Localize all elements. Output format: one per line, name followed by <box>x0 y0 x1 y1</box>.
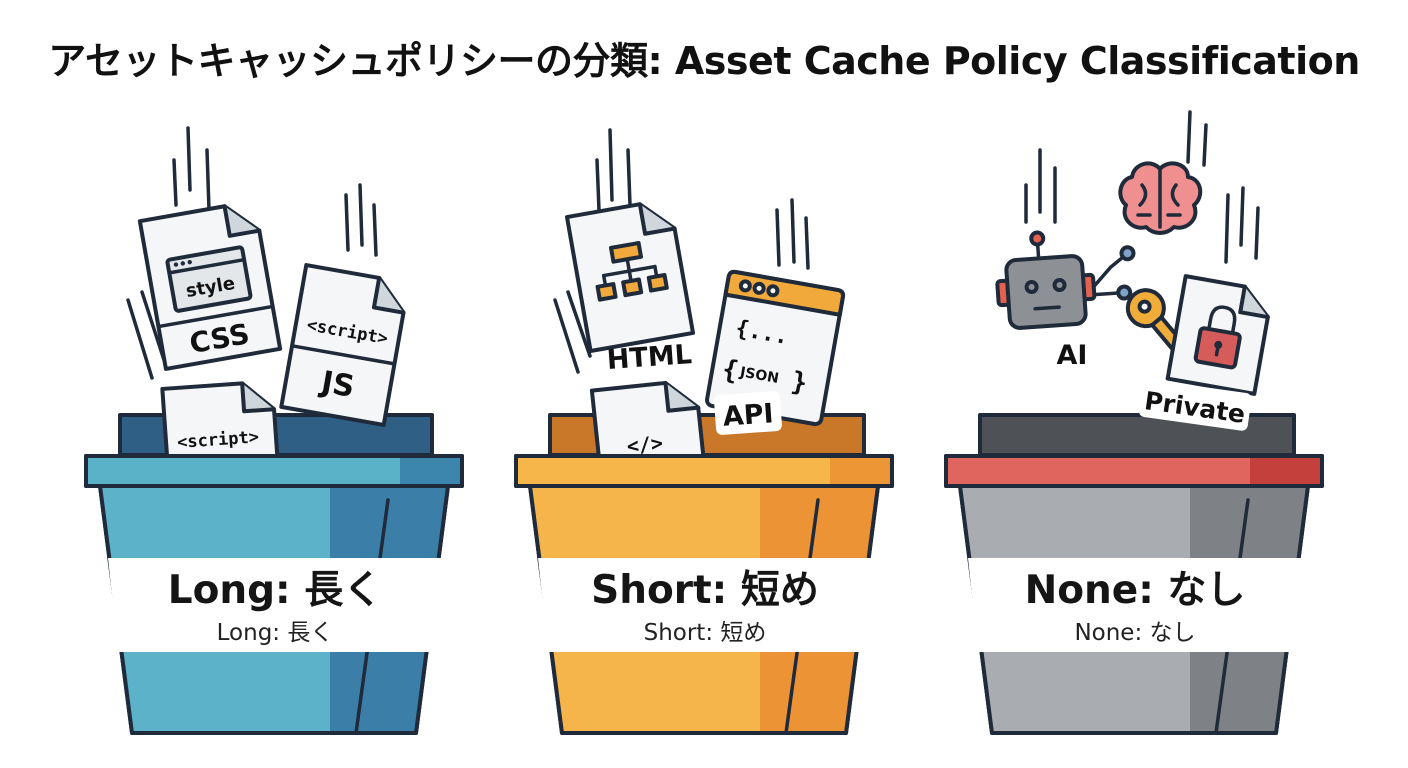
css-file-icon: style CSS <box>137 204 283 371</box>
bin-none: None: なし None: なし AI <box>944 110 1324 735</box>
robot-icon <box>995 230 1136 330</box>
bin-none-label: None: なし <box>1025 568 1246 613</box>
api-caption-box: API <box>714 391 782 435</box>
motion-lines <box>1024 110 1260 264</box>
svg-text:{: { <box>720 354 741 386</box>
page-title: アセットキャッシュポリシーの分類: Asset Cache Policy Cla… <box>48 39 1360 83</box>
bin-short: </> Short: 短め Short: 短め HTML <box>514 128 894 735</box>
bin-short-sublabel: Short: 短め <box>644 620 767 646</box>
brain-icon <box>1118 161 1203 235</box>
svg-text:}: } <box>789 367 810 399</box>
locked-file-icon <box>1165 274 1270 396</box>
bin-short-label: Short: 短め <box>591 568 819 613</box>
svg-text:JSON: JSON <box>738 364 780 387</box>
html-caption: HTML <box>606 339 693 376</box>
motion-lines <box>126 126 378 380</box>
script-file-icon: <script> <box>160 381 280 471</box>
api-json-window-icon: {... { JSON } <box>705 269 846 427</box>
motion-lines <box>553 128 810 374</box>
bin-long-label: Long: 長く <box>168 568 383 613</box>
js-file-icon: <script> JS <box>279 263 406 427</box>
bin-long-sublabel: Long: 長く <box>217 620 334 646</box>
svg-text:JS: JS <box>317 364 357 405</box>
bin-none-sublabel: None: なし <box>1074 620 1195 646</box>
html-file-icon <box>564 202 696 353</box>
private-caption-box: Private <box>1138 379 1252 431</box>
bin-long: <script> Long: 長く Long: 長く style CSS <box>84 126 464 735</box>
svg-text:API: API <box>722 398 775 432</box>
svg-text:</>: </> <box>626 431 664 459</box>
ai-caption: AI <box>1057 340 1088 371</box>
